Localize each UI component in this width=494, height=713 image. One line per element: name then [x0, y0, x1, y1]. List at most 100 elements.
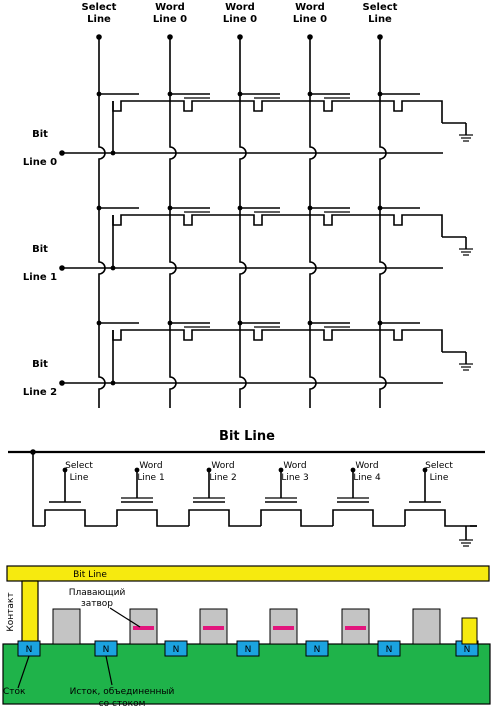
ground-symbol [459, 363, 473, 371]
floating-gate [273, 626, 294, 630]
drain-label: Сток [3, 687, 26, 697]
n-label: N [464, 645, 471, 655]
junction-dot [307, 91, 313, 97]
gate-label: Select [65, 461, 93, 471]
gate-block [52, 608, 81, 645]
ground-symbol [459, 539, 473, 547]
gate-label: Word [283, 461, 306, 471]
string-cell [260, 509, 333, 527]
junction-dot [377, 205, 383, 211]
gate-label: Line [70, 473, 89, 483]
n-label: N [314, 645, 321, 655]
junction-dot [110, 265, 116, 271]
floating-gate [133, 626, 154, 630]
junction-dot [62, 467, 68, 473]
gate-label: Word [355, 461, 378, 471]
source-label: со стоком [99, 699, 146, 709]
n-region [236, 640, 260, 657]
ground-symbol [459, 134, 473, 142]
junction-dot [134, 467, 140, 473]
column-label: Word [225, 2, 255, 13]
junction-dot [307, 205, 313, 211]
floating-gate [345, 626, 366, 630]
gate-label: Word [139, 461, 162, 471]
gate-label: Line 1 [137, 473, 164, 483]
column-label: Line 0 [153, 14, 187, 25]
n-label: N [26, 645, 33, 655]
n-label: N [103, 645, 110, 655]
column-label: Select [82, 2, 117, 13]
column-label: Line [87, 14, 111, 25]
string-cell [188, 509, 261, 527]
column-label: Word [155, 2, 185, 13]
floating-gate [203, 626, 224, 630]
row-label: Line 1 [23, 272, 57, 283]
gate-label: Line [430, 473, 449, 483]
n-region [377, 640, 401, 657]
floating-gate-label: затвор [81, 599, 113, 609]
junction-dot [96, 91, 102, 97]
gate-label: Line 4 [353, 473, 381, 483]
junction-dot [237, 320, 243, 326]
ground-symbol [459, 248, 473, 256]
gate-label: Line 3 [281, 473, 308, 483]
row-label: Bit [32, 359, 48, 370]
row-label: Line 0 [23, 157, 57, 168]
source-label: Исток, объединенный [70, 687, 175, 697]
pointer-line [105, 655, 113, 686]
junction-dot [307, 320, 313, 326]
pointer-line [109, 607, 141, 628]
row-label: Line 2 [23, 387, 57, 398]
junction-dot [167, 205, 173, 211]
column-label: Select [363, 2, 398, 13]
column-label: Line 0 [293, 14, 327, 25]
junction-dot [377, 320, 383, 326]
contact-label: Контакт [6, 592, 16, 631]
column-label: Word [295, 2, 325, 13]
gate-label: Line 2 [209, 473, 236, 483]
n-region [305, 640, 329, 657]
bit-line-bar [6, 565, 490, 582]
junction-dot [96, 320, 102, 326]
column-label: Line [368, 14, 392, 25]
string-cell [44, 509, 117, 527]
junction-dot [96, 205, 102, 211]
junction-dot [167, 91, 173, 97]
n-region [164, 640, 188, 657]
junction-dot [422, 467, 428, 473]
n-label: N [245, 645, 252, 655]
junction-dot [237, 91, 243, 97]
row-label: Bit [32, 129, 48, 140]
junction-dot [278, 467, 284, 473]
gate-label: Select [425, 461, 453, 471]
junction-dot [110, 150, 116, 156]
n-label: N [386, 645, 393, 655]
channel-wire [112, 214, 443, 237]
n-label: N [173, 645, 180, 655]
string-left [32, 452, 45, 527]
string-cell [404, 509, 477, 527]
junction-dot [167, 320, 173, 326]
string-cell [332, 509, 405, 527]
pointer-line [17, 655, 30, 689]
junction-dot [206, 467, 212, 473]
string-cell [116, 509, 189, 527]
contact [21, 580, 39, 645]
gate-block [412, 608, 441, 645]
junction-dot [110, 380, 116, 386]
channel-wire [112, 100, 443, 123]
row-label: Bit [32, 244, 48, 255]
channel-wire [112, 329, 443, 352]
gate-label: Word [211, 461, 234, 471]
column-label: Line 0 [223, 14, 257, 25]
bit-line-label: Bit Line [73, 570, 107, 580]
floating-gate-label: Плавающий [69, 588, 126, 598]
junction-dot [377, 91, 383, 97]
junction-dot [350, 467, 356, 473]
junction-dot [237, 205, 243, 211]
source-contact [461, 617, 478, 645]
